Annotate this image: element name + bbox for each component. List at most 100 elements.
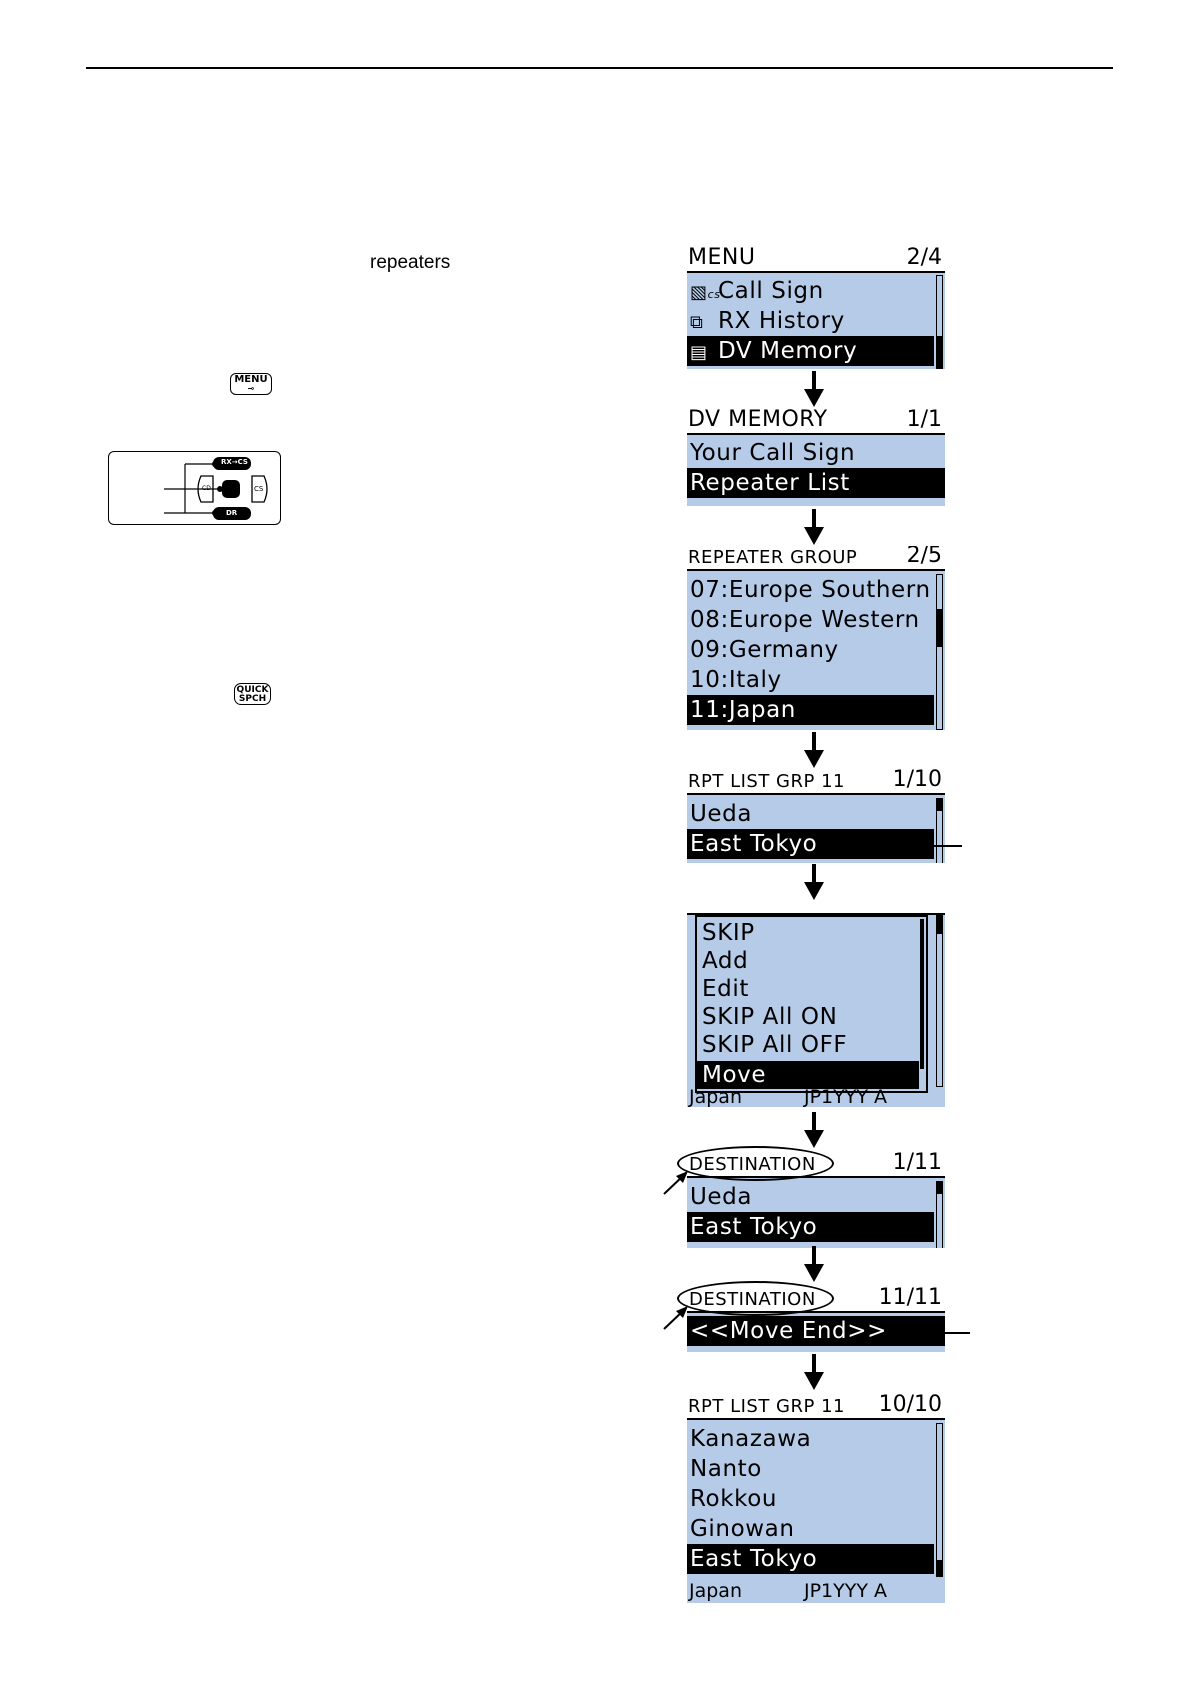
lcd-header-obscured bbox=[687, 903, 945, 915]
footer-callsign: JP1YYY A bbox=[804, 1580, 888, 1602]
menu-item-label: Repeater List bbox=[690, 470, 850, 496]
dpad-top-label: RX→CS bbox=[221, 458, 248, 466]
dpad-bottom-key bbox=[213, 507, 251, 520]
menu-item-your-call-sign[interactable]: Your Call Sign bbox=[687, 438, 945, 468]
quick-key-line2: SPCH bbox=[238, 694, 267, 704]
lcd-screen-repeater-group: REPEATER GROUP 2/5 07:Europe Southern 08… bbox=[687, 546, 945, 730]
pointer-arrow-left bbox=[913, 1324, 970, 1342]
dpad-right-key bbox=[251, 475, 268, 503]
menu-key-subglyph: ⊸ bbox=[247, 384, 255, 393]
lcd-title: RPT LIST GRP 11 bbox=[688, 1396, 845, 1417]
popup-item-skip-all-on[interactable]: SKIP All ON bbox=[697, 1003, 919, 1031]
popup-menu: SKIP Add Edit SKIP All ON SKIP All OFF M… bbox=[695, 915, 928, 1093]
list-item-label: East Tokyo bbox=[690, 1214, 818, 1240]
lcd-title: MENU bbox=[688, 246, 756, 270]
list-item[interactable]: Ginowan bbox=[687, 1514, 934, 1544]
menu-item-label: DV Memory bbox=[718, 338, 858, 364]
dpad-graphic bbox=[164, 457, 268, 520]
pointer-arrow-left bbox=[907, 837, 962, 855]
lcd-header: RPT LIST GRP 11 1/10 bbox=[687, 768, 945, 795]
dpad-right-label: CS bbox=[254, 485, 264, 493]
popup-item-label: Add bbox=[702, 948, 749, 974]
list-item-label: Ueda bbox=[690, 1184, 753, 1210]
list-item-selected[interactable]: East Tokyo bbox=[687, 829, 934, 859]
lcd-page: 1/1 bbox=[906, 407, 942, 432]
list-item[interactable]: 09:Germany bbox=[687, 635, 934, 665]
popup-item-edit[interactable]: Edit bbox=[697, 975, 919, 1003]
menu-key-label: MENU bbox=[234, 374, 268, 385]
list-item-label: 09:Germany bbox=[690, 637, 839, 663]
pointer-arrow-diagonal bbox=[663, 1171, 688, 1195]
list-item[interactable]: Nanto bbox=[687, 1454, 934, 1484]
list-item-label: <<Move End>> bbox=[690, 1318, 887, 1344]
lcd-page: 1/11 bbox=[892, 1151, 942, 1175]
popup-item-skip[interactable]: SKIP bbox=[697, 919, 919, 947]
popup-scrollbar bbox=[920, 919, 924, 1069]
list-item-selected[interactable]: East Tokyo bbox=[687, 1212, 934, 1242]
popup-item-add[interactable]: Add bbox=[697, 947, 919, 975]
menu-key-icon: MENU ⊸ bbox=[230, 373, 272, 395]
menu-item-dv-memory[interactable]: ▤ DV Memory bbox=[687, 336, 934, 366]
scrollbar[interactable] bbox=[936, 915, 943, 1087]
list-item[interactable]: Rokkou bbox=[687, 1484, 934, 1514]
scrollbar[interactable] bbox=[936, 1181, 943, 1248]
list-item-label: Ueda bbox=[690, 801, 753, 827]
lcd-page: 1/10 bbox=[892, 768, 942, 792]
popup-item-label: Edit bbox=[702, 976, 749, 1002]
title-highlight-oval bbox=[677, 1281, 834, 1316]
scroll-thumb bbox=[937, 916, 942, 934]
footer-callsign: JP1YYY A bbox=[804, 1086, 888, 1107]
scroll-thumb bbox=[937, 336, 942, 368]
scrollbar[interactable] bbox=[936, 275, 943, 369]
list-item-label: 11:Japan bbox=[690, 697, 796, 723]
popup-item-skip-all-off[interactable]: SKIP All OFF bbox=[697, 1031, 919, 1059]
lcd-header: MENU 2/4 bbox=[687, 246, 945, 273]
list-item[interactable]: Ueda bbox=[687, 1182, 934, 1212]
menu-item-call-sign[interactable]: ▧csCall Sign bbox=[687, 276, 934, 306]
lcd-title: REPEATER GROUP bbox=[688, 547, 858, 568]
list-item-label: East Tokyo bbox=[690, 1546, 818, 1572]
lcd-screen-rpt-list-result: RPT LIST GRP 11 10/10 Kanazawa Nanto Rok… bbox=[687, 1392, 945, 1603]
lcd-header: DV MEMORY 1/1 bbox=[687, 407, 945, 435]
scrollbar[interactable] bbox=[936, 1423, 943, 1577]
lcd-screen-dv-memory: DV MEMORY 1/1 Your Call Sign Repeater Li… bbox=[687, 407, 945, 506]
pointer-arrow-diagonal bbox=[663, 1306, 688, 1330]
lcd-screen-menu: MENU 2/4 ▧csCall Sign ⧉RX History ▤ DV Me… bbox=[687, 246, 945, 369]
lcd-screen-popup-menu: SKIP Add Edit SKIP All ON SKIP All OFF M… bbox=[687, 903, 945, 1107]
list-item[interactable]: Kanazawa bbox=[687, 1424, 934, 1454]
list-item[interactable]: 10:Italy bbox=[687, 665, 934, 695]
scroll-thumb bbox=[937, 609, 942, 647]
lcd-title: DV MEMORY bbox=[688, 407, 828, 432]
menu-item-label: Your Call Sign bbox=[690, 440, 856, 466]
menu-item-repeater-list[interactable]: Repeater List bbox=[687, 468, 945, 498]
menu-item-rx-history[interactable]: ⧉RX History bbox=[687, 306, 934, 336]
list-item[interactable]: Ueda bbox=[687, 799, 934, 829]
scroll-thumb bbox=[937, 1182, 942, 1194]
list-item[interactable]: 07:Europe Southern bbox=[687, 575, 934, 605]
list-item-label: 07:Europe Southern bbox=[690, 577, 931, 603]
lcd-footer: Japan JP1YYY A bbox=[689, 1579, 887, 1603]
lcd-screen-rpt-list: RPT LIST GRP 11 1/10 Ueda East Tokyo bbox=[687, 768, 945, 863]
list-item-label: Nanto bbox=[690, 1456, 762, 1482]
dpad-top-key bbox=[213, 457, 251, 470]
list-item-selected[interactable]: East Tokyo bbox=[687, 1544, 934, 1574]
lcd-header: RPT LIST GRP 11 10/10 bbox=[687, 1392, 945, 1420]
list-item[interactable]: 08:Europe Western bbox=[687, 605, 934, 635]
list-item-selected[interactable]: <<Move End>> bbox=[687, 1316, 945, 1346]
dpad-left-key bbox=[197, 475, 214, 503]
dv-memory-icon: ▤ bbox=[690, 342, 708, 363]
dpad-left-label: CD bbox=[202, 485, 211, 492]
quick-key-line1: QUICK bbox=[236, 685, 269, 695]
rx-history-icon: ⧉ bbox=[690, 312, 704, 333]
list-item-label: Ginowan bbox=[690, 1516, 795, 1542]
footer-area: Japan bbox=[689, 1086, 742, 1107]
scrollbar[interactable] bbox=[936, 798, 943, 863]
list-item-selected[interactable]: 11:Japan bbox=[687, 695, 934, 725]
lcd-title: RPT LIST GRP 11 bbox=[688, 771, 845, 792]
popup-item-label: Move bbox=[702, 1062, 767, 1088]
menu-item-label: Call Sign bbox=[718, 278, 824, 304]
scroll-thumb bbox=[937, 799, 942, 811]
scrollbar[interactable] bbox=[936, 574, 943, 730]
list-item-label: 08:Europe Western bbox=[690, 607, 920, 633]
popup-item-move[interactable]: Move bbox=[697, 1061, 919, 1089]
